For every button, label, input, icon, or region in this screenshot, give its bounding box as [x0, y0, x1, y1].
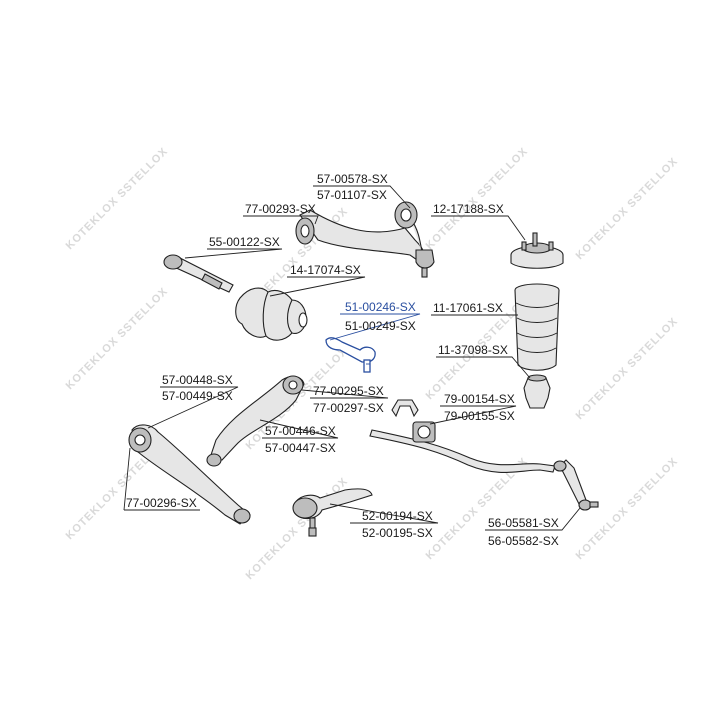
- lower-arm-rear[interactable]: [206, 375, 305, 467]
- stabilizer-bar[interactable]: [369, 429, 556, 473]
- label-57-00578[interactable]: 57-00578-SX: [317, 172, 388, 186]
- label-12-17188[interactable]: 12-17188-SX: [433, 202, 504, 216]
- label-77-00293[interactable]: 77-00293-SX: [245, 202, 316, 216]
- label-57-00447[interactable]: 57-00447-SX: [265, 441, 336, 455]
- label-51-00246[interactable]: 51-00246-SX: [345, 300, 416, 314]
- tie-rod-end[interactable]: [325, 337, 376, 373]
- label-56-05581[interactable]: 56-05581-SX: [488, 516, 559, 530]
- label-11-17061[interactable]: 11-17061-SX: [433, 301, 503, 315]
- steering-boot[interactable]: [235, 287, 308, 341]
- strut-mount[interactable]: [510, 232, 564, 269]
- watermark-text: KOTEKLOX SSTELLOX: [574, 315, 681, 422]
- stabilizer-bushing[interactable]: [412, 421, 436, 443]
- watermark-text: KOTEKLOX SSTELLOX: [574, 155, 681, 262]
- label-79-00155[interactable]: 79-00155-SX: [444, 409, 515, 423]
- strut-dust-boot[interactable]: [514, 283, 560, 371]
- label-56-05582[interactable]: 56-05582-SX: [488, 534, 559, 548]
- label-77-00295[interactable]: 77-00295-SX: [313, 384, 384, 398]
- part-labels: 57-00578-SX 57-01107-SX 77-00293-SX 12-1…: [126, 172, 559, 548]
- leader-lines: [123, 185, 581, 531]
- label-79-00154[interactable]: 79-00154-SX: [444, 392, 515, 406]
- stabilizer-bracket[interactable]: [391, 399, 419, 418]
- label-57-01107[interactable]: 57-01107-SX: [317, 188, 387, 202]
- label-77-00297[interactable]: 77-00297-SX: [313, 401, 384, 415]
- label-52-00194[interactable]: 52-00194-SX: [362, 509, 433, 523]
- label-52-00195[interactable]: 52-00195-SX: [362, 526, 433, 540]
- upper-control-arm[interactable]: [295, 201, 435, 278]
- label-55-00122[interactable]: 55-00122-SX: [209, 235, 280, 249]
- label-57-00448[interactable]: 57-00448-SX: [162, 373, 233, 387]
- lower-ball-joint[interactable]: [292, 488, 373, 537]
- label-57-00449[interactable]: 57-00449-SX: [162, 389, 233, 403]
- watermark-text: KOTEKLOX SSTELLOX: [244, 475, 351, 582]
- label-14-17074[interactable]: 14-17074-SX: [290, 263, 361, 277]
- label-11-37098[interactable]: 11-37098-SX: [438, 343, 508, 357]
- bump-stop[interactable]: [523, 374, 551, 409]
- stabilizer-link[interactable]: [553, 459, 599, 511]
- label-77-00296[interactable]: 77-00296-SX: [126, 496, 197, 510]
- watermark-text: KOTEKLOX SSTELLOX: [64, 285, 171, 392]
- inner-tie-rod[interactable]: [163, 254, 234, 293]
- watermark-text: KOTEKLOX SSTELLOX: [64, 145, 171, 252]
- label-51-00249[interactable]: 51-00249-SX: [345, 319, 416, 333]
- watermark-text: KOTEKLOX SSTELLOX: [424, 145, 531, 252]
- label-57-00446[interactable]: 57-00446-SX: [265, 424, 336, 438]
